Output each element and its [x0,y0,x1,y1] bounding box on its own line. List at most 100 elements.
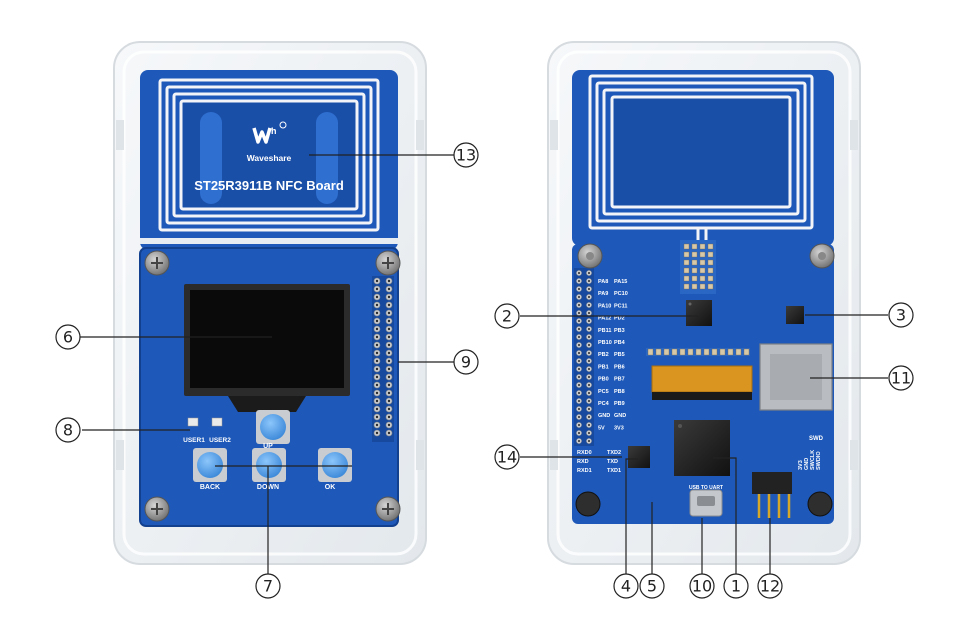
callout-number-5: 5 [647,577,657,596]
swd-title: SWD [809,436,824,442]
fpc-connector [651,365,753,393]
callout-number-12: 12 [760,577,780,596]
callout-circle-13 [453,142,479,168]
callout-number-13: 13 [456,146,476,165]
callout-circle-10 [689,573,715,599]
user2-led [211,417,223,427]
pin-labels-right: PA15PC10PC11PD2PB3PB4PB5PB6PB7PB8PB9GND3… [614,279,628,431]
waveshare-logo: h Waveshare [247,121,292,163]
back-screws [575,243,835,517]
callout-circle-3 [888,302,914,328]
down-button[interactable] [256,452,282,478]
uart-label-left: RXD [577,459,589,465]
pin-label-left: PC5 [598,389,609,395]
pin-label-right: PB8 [614,389,625,395]
pin-label-right: PB9 [614,401,625,407]
callout-circle-4 [613,573,639,599]
callout-circle-11 [888,365,914,391]
callout-number-14: 14 [497,448,517,467]
swd-pin-label: 3V3 [798,460,804,470]
pin-label-left: 5V [598,425,605,431]
swd-header [752,472,792,518]
up-label: UP [263,443,273,450]
pin-labels-left: PA8PA9PA10PA12PB11PB10PB2PB1PB0PC5PC4GND… [598,279,612,431]
pin-label-right: PC10 [614,291,628,297]
brand-text: Waveshare [247,153,292,163]
front-pin-header [372,276,394,442]
front-buttons: UP BACK DOWN OK [193,410,352,491]
back-label: BACK [200,484,220,491]
callout-number-7: 7 [263,577,273,596]
pin-label-right: PB6 [614,364,625,370]
pin-label-left: PC4 [598,401,610,407]
callout-circle-12 [757,573,783,599]
user1-led [187,417,199,427]
pin-label-left: PA10 [598,303,611,309]
board-title: ST25R3911B NFC Board [194,178,344,193]
callout-circle-1 [723,573,749,599]
callout-circle-8 [55,417,81,443]
usb-label: USB TO UART [689,485,723,491]
user2-label: USER2 [209,437,231,444]
callout-circle-2 [494,303,520,329]
callout-number-4: 4 [621,577,631,596]
oled-display [190,290,344,388]
uart-label-right: TXD [607,459,618,465]
pin-label-right: PA15 [614,279,627,285]
up-button[interactable] [260,414,286,440]
pin-label-left: GND [598,413,610,419]
uart-label-left: RXD0 [577,450,592,456]
callout-number-1: 1 [731,577,741,596]
pin-label-right: 3V3 [614,425,624,431]
pin-label-right: PB3 [614,328,625,334]
callout-circle-5 [639,573,665,599]
pin-label-left: PA8 [598,279,608,285]
callout-circle-6 [55,324,81,350]
svg-text:h: h [271,126,277,136]
callout-number-10: 10 [692,577,712,596]
pin-label-right: PB7 [614,377,625,383]
pin-label-left: PB11 [598,328,611,334]
pin-label-right: PC11 [614,303,627,309]
pin-label-left: PA9 [598,291,608,297]
callout-circle-14 [494,444,520,470]
pin-label-left: PB10 [598,340,612,346]
pin-label-right: PB5 [614,352,625,358]
callout-number-11: 11 [891,369,911,388]
callout-number-8: 8 [63,421,73,440]
callout-circle-9 [453,349,479,375]
antenna-matching-components [680,240,716,294]
passive-components [646,348,750,356]
pin-label-left: PB2 [598,352,609,358]
user-leds: USER1 USER2 [183,417,231,444]
pin-label-left: PA12 [598,316,611,322]
user1-label: USER1 [183,437,205,444]
uart-label-right: TXD1 [607,468,621,474]
swd-pin-label: SWDIO [816,451,822,470]
callout-leader-lines [80,154,888,574]
pin-label-right: PD2 [614,316,625,322]
pin-label-left: PB0 [598,377,609,383]
ok-button[interactable] [322,452,348,478]
front-screws [144,250,401,522]
back-board: PA8PA9PA10PA12PB11PB10PB2PB1PB0PC5PC4GND… [547,41,861,565]
back-pin-header [574,268,594,446]
front-board: h Waveshare ST25R3911B NFC Board USER1 U… [113,41,427,565]
mcu-chip [674,420,730,476]
small-ic-3 [786,306,804,324]
ok-label: OK [325,484,336,491]
uart-label-left: RXD1 [577,468,592,474]
swd-pin-label: GND [804,458,810,470]
callout-circle-7 [255,573,281,599]
pin-label-right: GND [614,413,626,419]
usb-uart-chip [628,446,650,468]
callout-number-6: 6 [63,328,73,347]
callout-number-2: 2 [502,307,512,326]
callout-number-3: 3 [896,306,906,325]
back-button[interactable] [197,452,223,478]
